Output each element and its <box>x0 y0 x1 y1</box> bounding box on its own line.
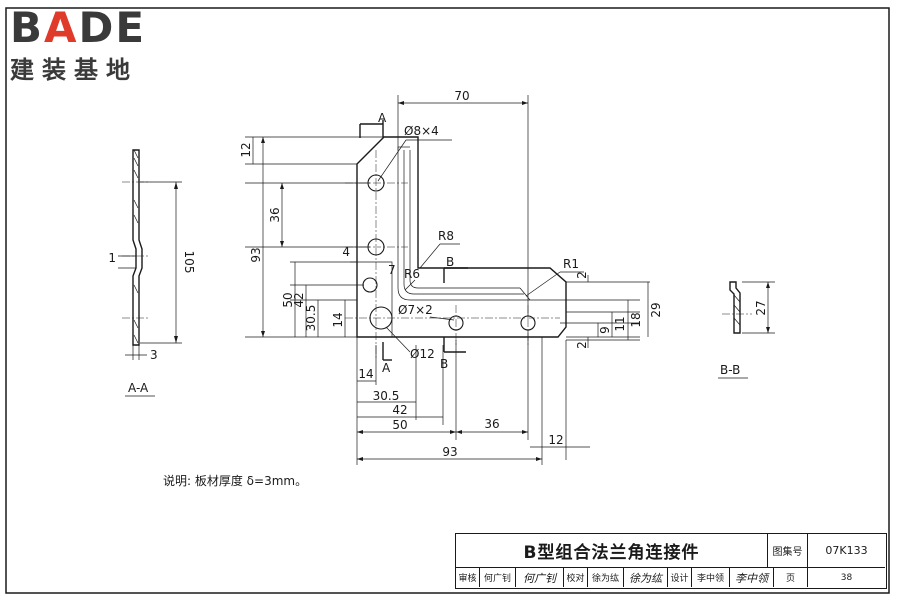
main-part-view <box>245 95 650 465</box>
dim-left-50: 50 <box>281 292 295 307</box>
brand-wordmark: BADE <box>10 3 147 52</box>
dim-left-93: 93 <box>249 247 263 262</box>
dim-bottom-12: 12 <box>548 433 563 447</box>
dim-bottom-14: 14 <box>358 367 373 381</box>
section-aa-label: A-A <box>128 381 149 395</box>
reviewer-name: 何广钊 <box>480 568 516 587</box>
dim-right-18: 18 <box>629 312 643 327</box>
callout-hole-8x4: Ø8×4 <box>404 124 439 138</box>
title-block: B型组合法兰角连接件 图集号 07K133 审核 何广钊 何广钊 校对 徐为纮 … <box>455 533 887 589</box>
dim-left-4: 4 <box>342 245 350 259</box>
design-label: 设计 <box>668 568 692 587</box>
check-label: 校对 <box>564 568 588 587</box>
dim-right-2: 2 <box>575 271 589 279</box>
atlas-number-label: 图集号 <box>768 534 808 568</box>
callout-r6: R6 <box>404 267 420 281</box>
dim-right-29: 29 <box>649 302 663 317</box>
dim-left-30-5: 30.5 <box>304 305 318 332</box>
reviewer-signature: 何广钊 <box>516 568 564 587</box>
brand-subtitle: 建装基地 <box>10 56 138 84</box>
cut-letter-a-bottom: A <box>382 361 391 375</box>
dim-bottom-93: 93 <box>442 445 457 459</box>
dim-right-11: 11 <box>613 316 627 331</box>
dim-bottom-36: 36 <box>484 417 499 431</box>
cut-letter-b-top: B <box>446 255 454 269</box>
designer-name: 李中领 <box>692 568 730 587</box>
atlas-number: 07K133 <box>808 534 885 568</box>
aa-dim-1: 1 <box>108 251 116 265</box>
material-note: 说明: 板材厚度 δ=3mm。 <box>163 474 308 488</box>
review-label: 审核 <box>456 568 480 587</box>
dim-top-70: 70 <box>454 89 469 103</box>
aa-dim-105: 105 <box>182 251 196 274</box>
cut-letter-a-top: A <box>378 111 387 125</box>
dim-bottom-30-5: 30.5 <box>373 389 400 403</box>
dim-bottom-42: 42 <box>392 403 407 417</box>
checker-name: 徐为纮 <box>588 568 624 587</box>
bb-dim-27: 27 <box>754 300 768 315</box>
dim-left-12: 12 <box>239 142 253 157</box>
page-label: 页 <box>774 568 808 587</box>
callout-r8: R8 <box>438 229 454 243</box>
section-bb-view <box>718 281 775 379</box>
callout-r1: R1 <box>563 257 579 271</box>
dim-right-2b: 2 <box>575 341 589 349</box>
signature-row: 审核 何广钊 何广钊 校对 徐为纮 徐为纮 设计 李中领 李中领 页 38 <box>456 568 885 587</box>
callout-hole-12: Ø12 <box>410 347 435 361</box>
aa-dim-3: 3 <box>150 348 158 362</box>
dim-right-9: 9 <box>598 326 612 334</box>
section-aa-view <box>118 149 182 397</box>
page-number: 38 <box>840 572 853 583</box>
callout-hole-7x2: Ø7×2 <box>398 303 433 317</box>
drawing-title: B型组合法兰角连接件 <box>456 534 768 568</box>
brand-logo: BADE 建装基地 <box>10 6 180 86</box>
section-bb-label: B-B <box>720 363 740 377</box>
dim-left-14: 14 <box>331 312 345 327</box>
checker-signature: 徐为纮 <box>624 568 668 587</box>
designer-signature: 李中领 <box>730 568 774 587</box>
dim-bottom-50: 50 <box>392 418 407 432</box>
dim-left-42: 42 <box>292 292 306 307</box>
dim-left-36: 36 <box>268 207 282 222</box>
cut-letter-b-bottom: B <box>440 357 448 371</box>
drawing-frame <box>5 7 890 594</box>
dim-left-7: 7 <box>388 263 396 277</box>
